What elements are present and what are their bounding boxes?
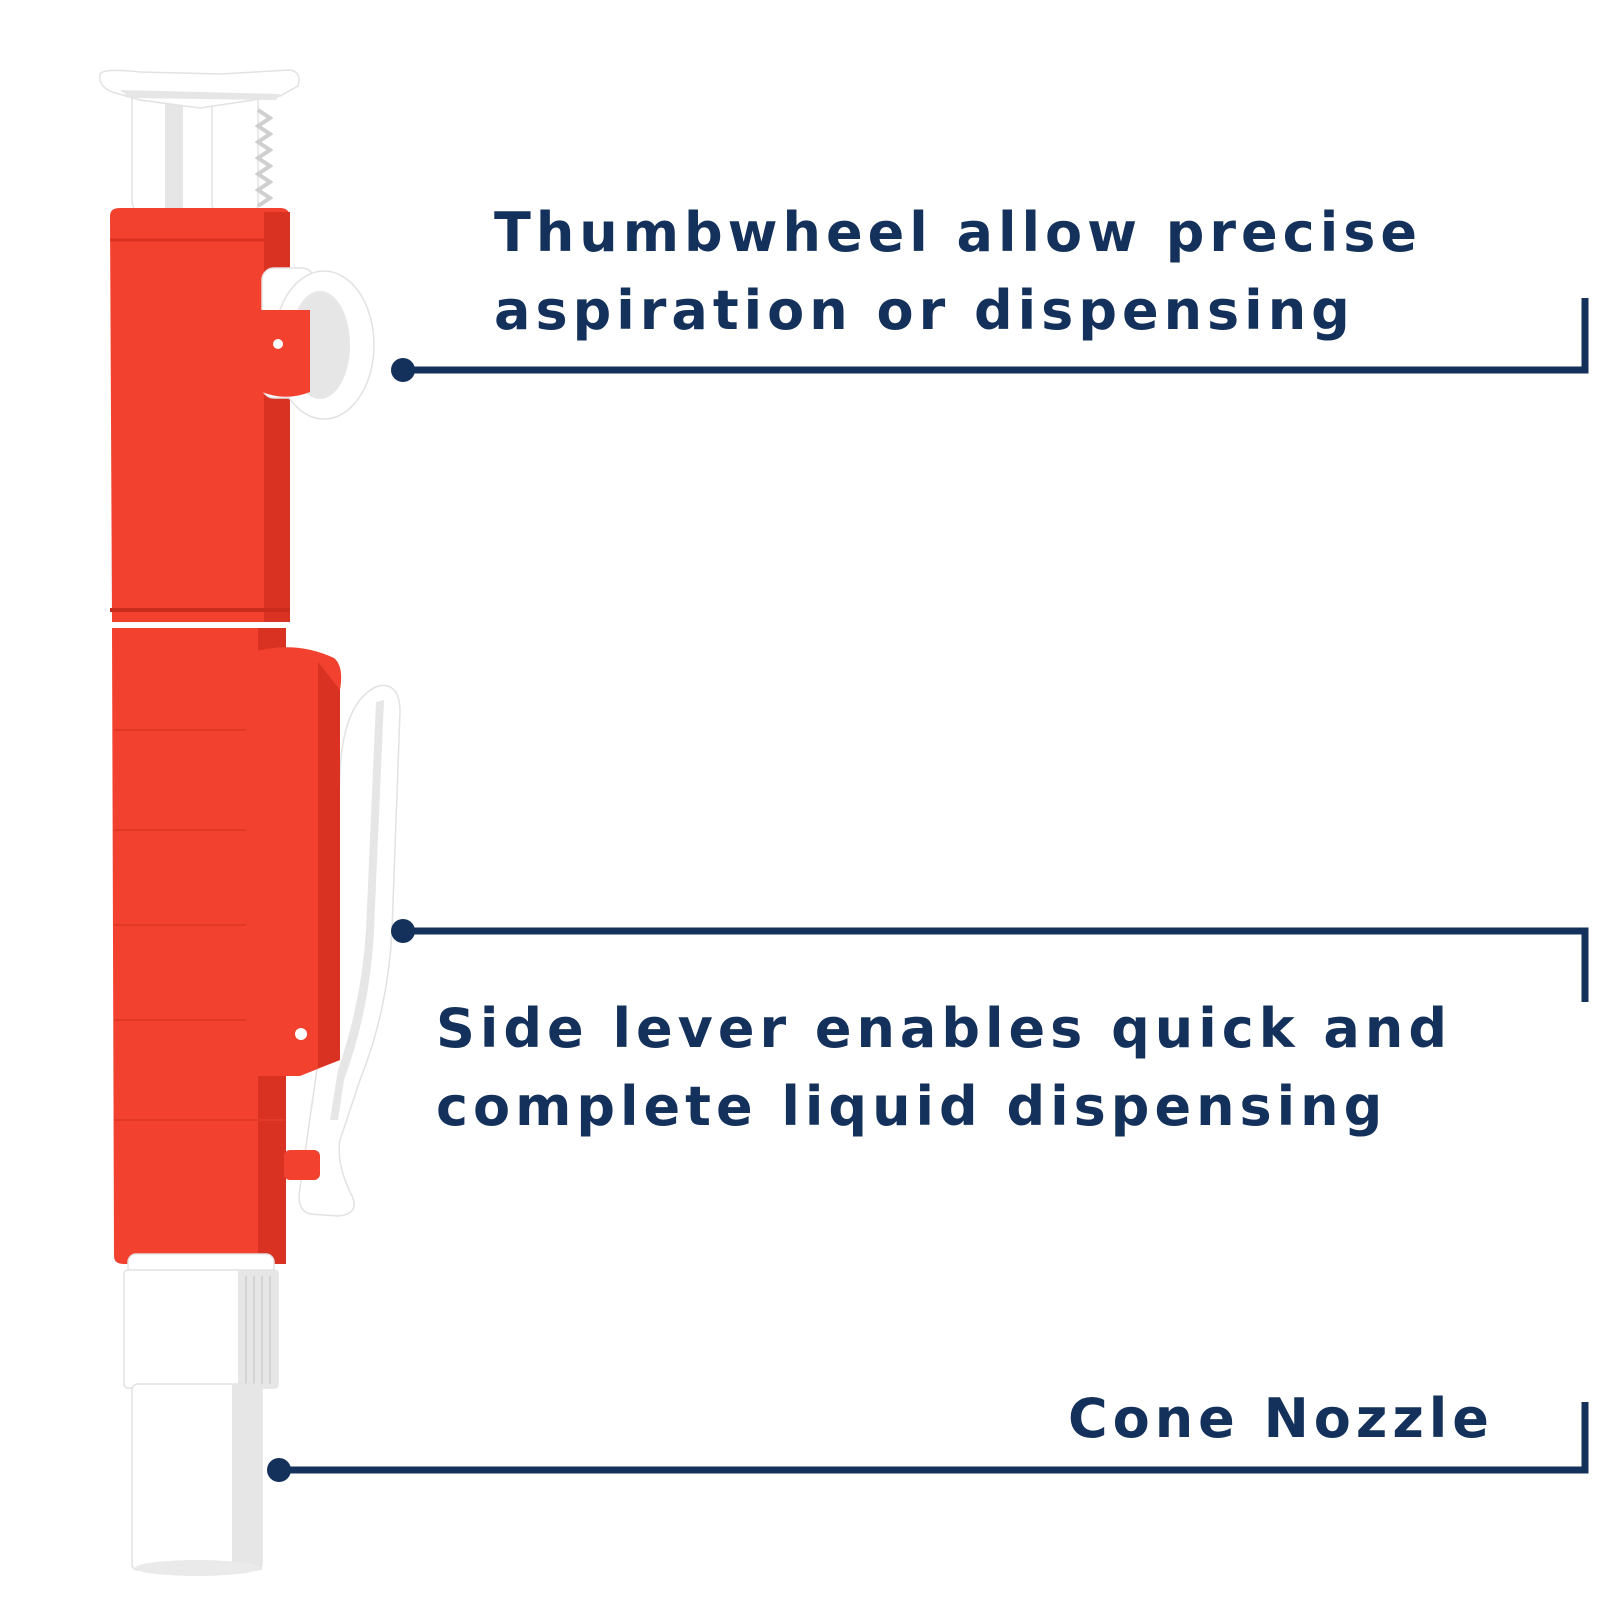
leader-line-nozzle <box>267 1402 1589 1482</box>
pipette-pump <box>99 69 401 1576</box>
cone-nozzle <box>123 1253 279 1576</box>
callout-thumbwheel-line2: aspiration or dispensing <box>494 279 1355 342</box>
callout-side-lever-line1: Side lever enables quick and <box>436 997 1452 1060</box>
callout-nozzle-label: Cone Nozzle <box>1068 1387 1494 1450</box>
callout-side-lever-line2: complete liquid dispensing <box>436 1075 1388 1138</box>
callout-nozzle-text: Cone Nozzle <box>1068 1384 1494 1454</box>
side-lever <box>246 647 401 1217</box>
leader-line-side-lever <box>391 919 1589 1002</box>
upper-barrel <box>110 208 290 622</box>
callout-thumbwheel-line1: Thumbwheel allow precise <box>494 201 1422 264</box>
plunger-handle <box>99 69 300 213</box>
callout-side-lever-text: Side lever enables quick and complete li… <box>436 990 1452 1146</box>
callout-thumbwheel-text: Thumbwheel allow precise aspiration or d… <box>494 194 1422 350</box>
leader-line-thumbwheel <box>391 298 1589 382</box>
thumbwheel <box>246 267 375 420</box>
